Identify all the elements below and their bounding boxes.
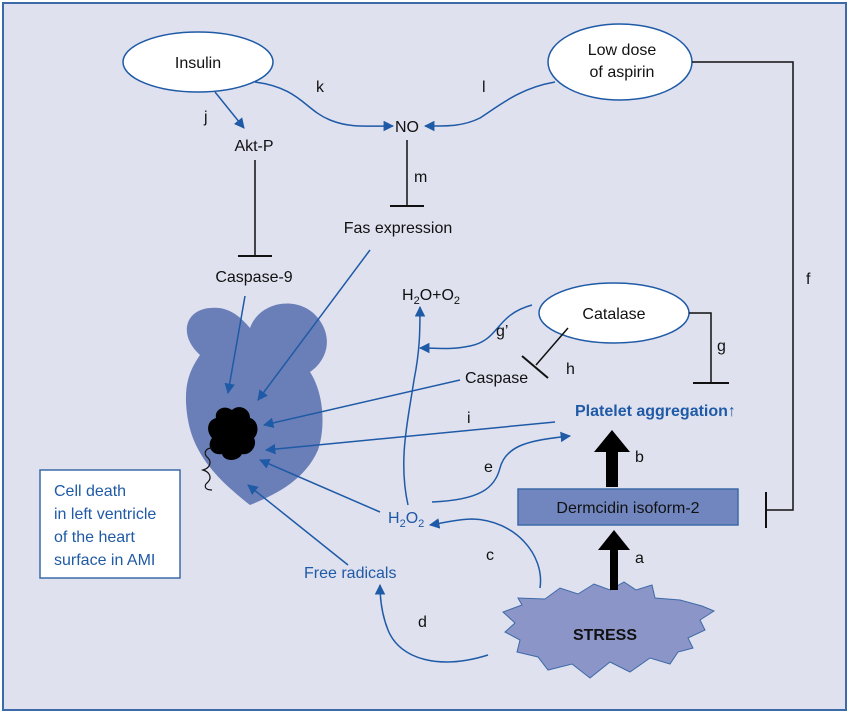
edge-label-h: h xyxy=(566,361,575,378)
aktp-label: Akt-P xyxy=(234,138,273,155)
stress-label: STRESS xyxy=(573,627,637,644)
aspirin-node xyxy=(547,23,693,101)
bracket-brace xyxy=(200,447,213,491)
edge-label-d: d xyxy=(418,614,427,631)
dermcidin-label: Dermcidin isoform-2 xyxy=(556,500,699,517)
cell-death-line1: Cell death xyxy=(54,483,126,500)
water-oxygen-label: H2O+O2 xyxy=(402,287,460,307)
arrow-free-radicals-heart xyxy=(247,484,349,566)
insulin-label: Insulin xyxy=(175,55,221,72)
edge-label-i: i xyxy=(467,410,471,427)
edge-label-k: k xyxy=(316,79,325,96)
inhibit-bar-caspase xyxy=(521,355,549,379)
cell-death-line2: in left ventricle xyxy=(54,506,156,523)
free-radicals-label: Free radicals xyxy=(304,565,396,582)
aspirin-label-line2: of aspirin xyxy=(590,64,655,81)
arrow-h2o2-heart xyxy=(259,458,381,513)
edge-label-f: f xyxy=(806,271,811,288)
h2o2-label: H2O2 xyxy=(388,510,424,530)
platelet-aggregation-label: Platelet aggregation↑ xyxy=(575,403,736,420)
arrow-d xyxy=(374,583,489,663)
catalase-label: Catalase xyxy=(582,306,645,323)
arrow-i xyxy=(264,421,556,455)
inhibit-catalase-caspase xyxy=(535,327,569,366)
arrow-j xyxy=(214,91,245,129)
arrow-fas-heart xyxy=(257,249,371,401)
inhibit-catalase-platelet xyxy=(689,312,712,383)
no-label: NO xyxy=(395,119,419,136)
arrow-b xyxy=(594,430,630,487)
caspase9-label: Caspase-9 xyxy=(215,269,292,286)
edge-label-e: e xyxy=(484,459,493,476)
edge-label-g-prime: g’ xyxy=(496,323,508,340)
stress-burst xyxy=(502,581,716,679)
necrosis-spot xyxy=(208,407,258,460)
edge-label-c: c xyxy=(486,547,494,564)
edge-label-m: m xyxy=(414,169,427,186)
edge-label-b: b xyxy=(635,449,644,466)
arrow-e xyxy=(431,431,572,503)
arrow-g-prime xyxy=(418,304,533,354)
caspase-label: Caspase xyxy=(465,370,528,387)
edge-label-l: l xyxy=(482,79,486,96)
arrow-l xyxy=(423,81,556,132)
insulin-node xyxy=(122,31,274,93)
cell-death-line3: of the heart xyxy=(54,529,136,546)
arrow-h2o2-water xyxy=(403,305,426,506)
dermcidin-box xyxy=(517,488,739,526)
cell-death-box xyxy=(39,469,181,579)
edge-label-a: a xyxy=(635,550,644,567)
inhibit-aspirin-dermcidin xyxy=(692,61,794,511)
arrow-caspase-heart xyxy=(262,379,461,429)
cell-death-line4: surface in AMI xyxy=(54,552,155,569)
fas-expression-label: Fas expression xyxy=(344,220,453,237)
arrow-c xyxy=(428,518,542,589)
arrow-caspase9-heart xyxy=(224,295,246,395)
edge-label-g: g xyxy=(717,338,726,355)
arrow-k xyxy=(254,81,395,132)
aspirin-label-line1: Low dose xyxy=(588,42,657,59)
edge-label-j: j xyxy=(203,109,208,126)
arrow-a xyxy=(598,530,630,590)
